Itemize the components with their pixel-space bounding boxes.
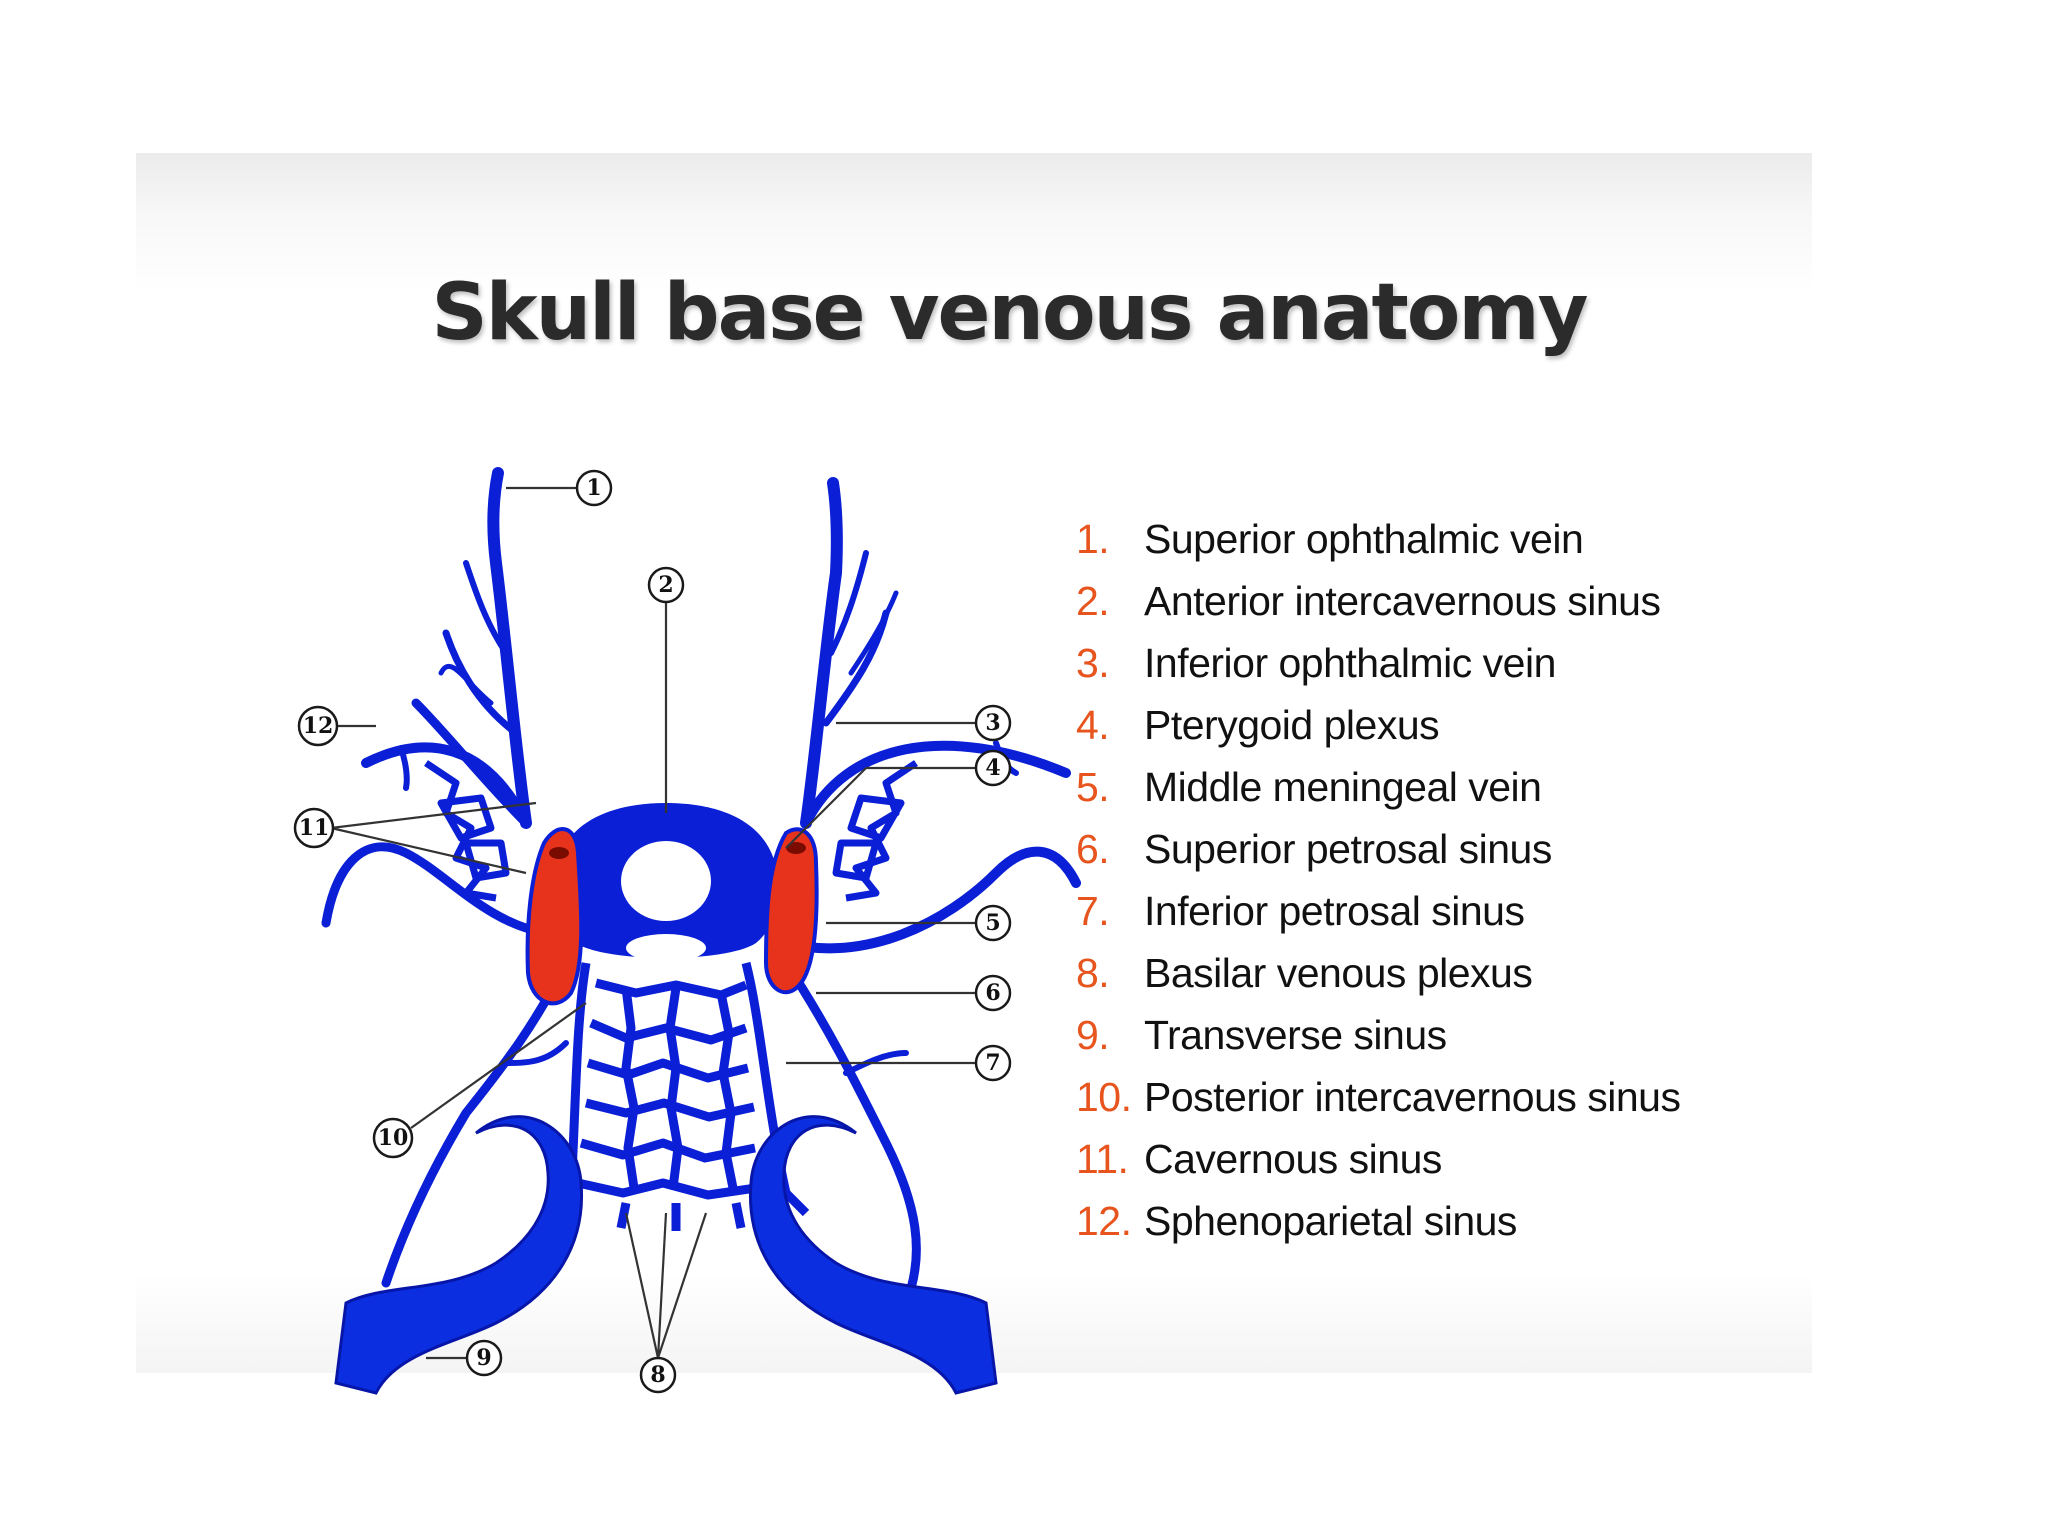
callout-7-label: 7: [985, 1050, 1000, 1076]
legend-item: 8. Basilar venous plexus: [1076, 942, 1680, 1004]
legend-item: 3. Inferior ophthalmic vein: [1076, 632, 1680, 694]
callout-9-label: 9: [476, 1345, 491, 1371]
slide: Skull base venous anatomy: [136, 153, 1812, 1395]
legend-label: Superior petrosal sinus: [1144, 826, 1552, 872]
callout-7: 7: [974, 1044, 1012, 1082]
callout-3-label: 3: [985, 710, 1000, 736]
transverse-sinus: [334, 1115, 998, 1395]
legend-label: Sphenoparietal sinus: [1144, 1198, 1517, 1244]
legend-number: 7.: [1076, 888, 1110, 934]
legend-item: 11. Cavernous sinus: [1076, 1128, 1680, 1190]
intercavernous-ring: [553, 803, 779, 962]
legend-label: Pterygoid plexus: [1144, 702, 1440, 748]
callout-1: 1: [575, 469, 613, 507]
callout-3: 3: [974, 704, 1012, 742]
legend-label: Inferior petrosal sinus: [1144, 888, 1525, 934]
callout-12-label: 12: [303, 713, 334, 739]
legend-item: 5. Middle meningeal vein: [1076, 756, 1680, 818]
legend-item: 6. Superior petrosal sinus: [1076, 818, 1680, 880]
legend-item: 7. Inferior petrosal sinus: [1076, 880, 1680, 942]
callout-5-label: 5: [985, 910, 1000, 936]
callout-4-label: 4: [985, 755, 1000, 781]
legend-number: 4.: [1076, 702, 1110, 748]
legend-item: 12. Sphenoparietal sinus: [1076, 1190, 1680, 1252]
callout-8-label: 8: [650, 1362, 665, 1388]
legend-item: 2. Anterior intercavernous sinus: [1076, 570, 1680, 632]
legend-number: 12.: [1076, 1198, 1132, 1244]
vein-network: [321, 467, 1081, 1308]
legend-label: Transverse sinus: [1144, 1012, 1447, 1058]
legend-label: Posterior intercavernous sinus: [1144, 1074, 1681, 1120]
leader-lines: [330, 486, 976, 1360]
legend-item: 1. Superior ophthalmic vein: [1076, 508, 1680, 570]
legend-number: 10.: [1076, 1074, 1132, 1120]
callout-12: 12: [297, 705, 339, 747]
legend-item: 9. Transverse sinus: [1076, 1004, 1680, 1066]
venous-anatomy-diagram: 1 2 3 4 5 6 7 8 9 10 11 12: [293, 467, 1081, 1395]
cavernous-sinus: [525, 827, 819, 1006]
legend-label: Inferior ophthalmic vein: [1144, 640, 1556, 686]
callout-11-label: 11: [299, 815, 330, 841]
callout-4: 4: [974, 749, 1012, 787]
legend-number: 2.: [1076, 578, 1110, 624]
callout-1-label: 1: [586, 475, 601, 501]
callout-9: 9: [465, 1339, 503, 1377]
legend-label: Superior ophthalmic vein: [1144, 516, 1584, 562]
legend-label: Cavernous sinus: [1144, 1136, 1442, 1182]
legend-label: Anterior intercavernous sinus: [1144, 578, 1661, 624]
callout-2-label: 2: [658, 572, 673, 598]
legend-number: 3.: [1076, 640, 1110, 686]
legend-label: Middle meningeal vein: [1144, 764, 1542, 810]
callout-6: 6: [974, 974, 1012, 1012]
legend-item: 10. Posterior intercavernous sinus: [1076, 1066, 1681, 1128]
callout-5: 5: [974, 904, 1012, 942]
legend-number: 11.: [1076, 1136, 1129, 1182]
slide-title: Skull base venous anatomy: [431, 268, 1589, 358]
callout-11: 11: [293, 807, 335, 849]
callout-2: 2: [647, 566, 685, 604]
pterygoid-plexus: [424, 760, 918, 902]
callout-6-label: 6: [985, 980, 1000, 1006]
legend-list: 1. Superior ophthalmic vein 2. Anterior in…: [1076, 508, 1681, 1252]
legend-number: 6.: [1076, 826, 1110, 872]
legend-item: 4. Pterygoid plexus: [1076, 694, 1680, 756]
callout-10-label: 10: [378, 1125, 409, 1151]
legend-number: 9.: [1076, 1012, 1110, 1058]
legend-number: 8.: [1076, 950, 1110, 996]
callout-10: 10: [372, 1117, 414, 1159]
legend-number: 5.: [1076, 764, 1110, 810]
callout-8: 8: [639, 1356, 677, 1394]
legend-number: 1.: [1076, 516, 1110, 562]
legend-label: Basilar venous plexus: [1144, 950, 1533, 996]
